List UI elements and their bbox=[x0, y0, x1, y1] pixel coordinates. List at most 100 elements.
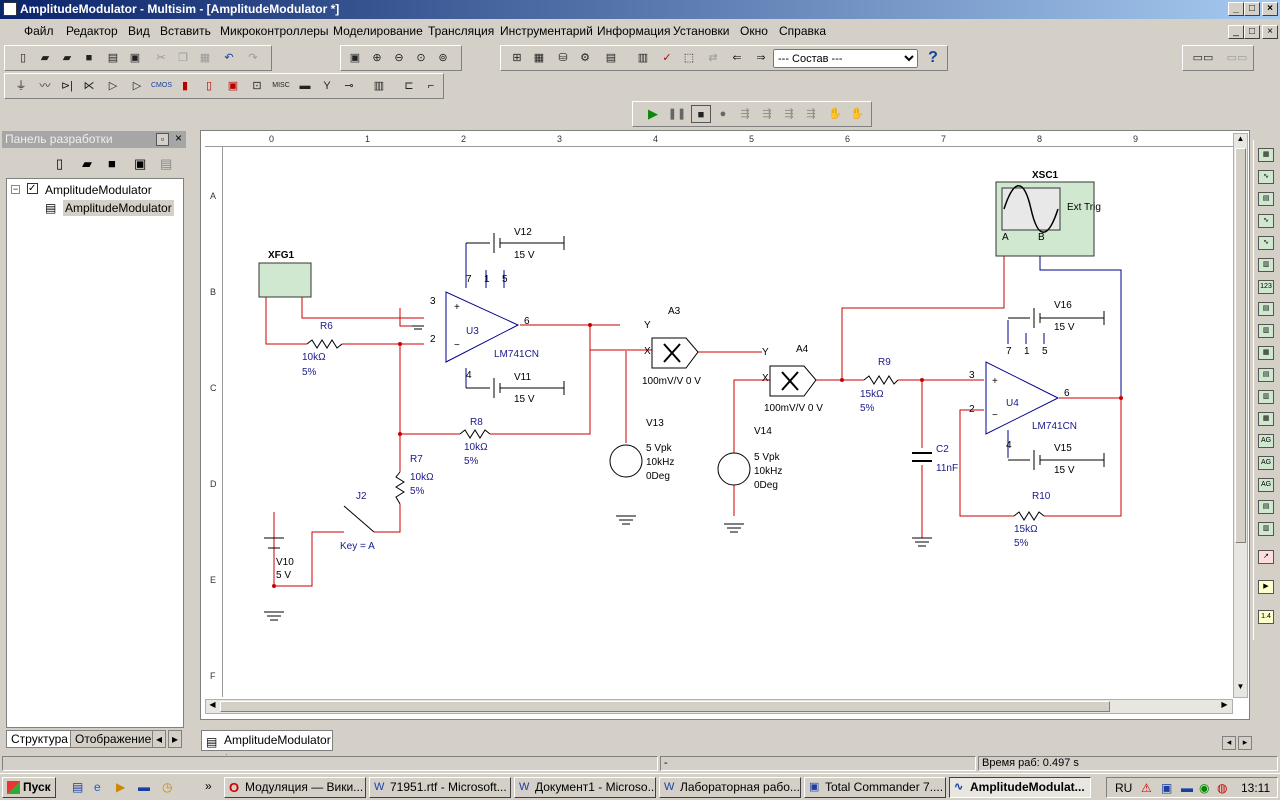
cmos-icon[interactable]: CMOS bbox=[151, 82, 172, 89]
tab-view[interactable]: Отображение bbox=[70, 730, 157, 748]
tab-prev-arrow-icon[interactable]: ◂ bbox=[152, 730, 166, 748]
mdi-minimize-button[interactable]: _ bbox=[1228, 25, 1244, 39]
properties-icon[interactable]: ▤ bbox=[160, 156, 173, 171]
menu-window[interactable]: Окно bbox=[740, 24, 768, 38]
document-tab[interactable]: ▤ AmplitudeModulator * bbox=[201, 730, 333, 766]
agilent-multimeter-icon[interactable]: AG bbox=[1258, 478, 1274, 492]
network-analyzer-icon[interactable]: AG bbox=[1258, 434, 1274, 448]
print-icon[interactable]: ▤ bbox=[107, 52, 119, 64]
view2-icon[interactable]: ▭▭ bbox=[1226, 52, 1248, 64]
zoom-area-icon[interactable]: ⊙ bbox=[416, 52, 426, 64]
electromech-icon[interactable]: ⊸ bbox=[344, 80, 354, 92]
grapher-icon[interactable]: ▤ bbox=[605, 52, 617, 64]
design-toolbox-icon[interactable]: ⊞ bbox=[512, 52, 522, 64]
menu-edit[interactable]: Редактор bbox=[66, 24, 118, 38]
save-design-icon[interactable]: ■ bbox=[108, 156, 116, 171]
power-icon[interactable]: ⊡ bbox=[252, 80, 262, 92]
language-indicator[interactable]: RU bbox=[1115, 781, 1133, 795]
doc-tab-prev-icon[interactable]: ◂ bbox=[1222, 736, 1236, 750]
task-word-doc1[interactable]: W Документ1 - Microso... bbox=[514, 777, 656, 798]
redo-icon[interactable]: ↷ bbox=[248, 52, 258, 64]
zoom-out-icon[interactable]: ⊖ bbox=[394, 52, 404, 64]
print-preview-icon[interactable]: ▣ bbox=[129, 52, 141, 64]
scroll-left-arrow-icon[interactable]: ◀ bbox=[209, 700, 216, 709]
ttl-icon[interactable]: ▷ bbox=[132, 80, 142, 92]
breakpoint-icon[interactable]: ✋ bbox=[828, 108, 842, 120]
mdi-close-button[interactable]: × bbox=[1262, 25, 1278, 39]
scroll-right-arrow-icon[interactable]: ▶ bbox=[1221, 700, 1228, 709]
tab-structure[interactable]: Структура bbox=[6, 730, 73, 748]
in-use-list-select[interactable]: --- Состав --- bbox=[773, 49, 918, 68]
multimeter-icon[interactable]: ▦ bbox=[1258, 148, 1274, 162]
task-opera[interactable]: O Модуляция — Вики... bbox=[224, 777, 366, 798]
schematic-canvas[interactable]: XFG1 XSC1 Ext Trig A B V12 15 V V11 15 V… bbox=[224, 148, 1232, 697]
quicklaunch-desktop-icon[interactable]: ▤ bbox=[72, 780, 84, 794]
transistor-icon[interactable]: ⋉ bbox=[83, 80, 95, 92]
panel-pin-button[interactable]: ▫ bbox=[156, 133, 169, 146]
close-button[interactable]: × bbox=[1262, 2, 1278, 16]
misc-icon[interactable]: MISC bbox=[272, 82, 290, 89]
stop-icon[interactable]: ■ bbox=[691, 105, 711, 123]
vertical-scroll-thumb[interactable] bbox=[1235, 148, 1246, 543]
maximize-button[interactable]: □ bbox=[1244, 2, 1260, 16]
distortion-analyzer-icon[interactable]: ▥ bbox=[1258, 390, 1274, 404]
vertical-scrollbar[interactable]: ▲ ▼ bbox=[1233, 133, 1248, 698]
function-generator-icon[interactable]: ∿ bbox=[1258, 170, 1274, 184]
tray-volume-icon[interactable]: ◍ bbox=[1217, 781, 1228, 795]
region-icon[interactable]: ⬚ bbox=[683, 52, 695, 64]
spreadsheet-icon[interactable]: ▦ bbox=[533, 52, 545, 64]
save-icon[interactable]: ■ bbox=[85, 52, 93, 64]
forward-annotate-icon[interactable]: ⇒ bbox=[756, 52, 766, 64]
view-icon[interactable]: ▭▭ bbox=[1192, 52, 1214, 64]
oscilloscope-icon[interactable]: ∿ bbox=[1258, 214, 1274, 228]
source-icon[interactable]: ⏚ bbox=[15, 80, 27, 92]
quicklaunch-media-icon[interactable]: ▶ bbox=[116, 780, 126, 794]
mixed-icon[interactable]: ▯ bbox=[205, 80, 213, 92]
ladder-icon[interactable]: ▥ bbox=[373, 80, 385, 92]
horizontal-scrollbar[interactable]: ◀ ▶ bbox=[205, 699, 1233, 714]
panel-close-button[interactable]: × bbox=[174, 131, 182, 145]
four-channel-oscilloscope-icon[interactable]: ∿ bbox=[1258, 236, 1274, 250]
step-over-icon[interactable]: ⇶ bbox=[784, 108, 794, 120]
new-design-icon[interactable]: ▯ bbox=[56, 156, 64, 171]
measurement-probe-icon[interactable]: ↗ bbox=[1258, 550, 1274, 564]
cut-icon[interactable]: ✂ bbox=[156, 52, 166, 64]
zoom-in-icon[interactable]: ⊕ bbox=[372, 52, 382, 64]
wattmeter-icon[interactable]: ▤ bbox=[1258, 192, 1274, 206]
menu-transfer[interactable]: Трансляция bbox=[428, 24, 495, 38]
quicklaunch-chevron[interactable]: » bbox=[205, 779, 212, 793]
mcu-icon[interactable]: ▮ bbox=[181, 80, 189, 92]
network-icon[interactable]: ⚠ bbox=[1141, 781, 1152, 795]
word-generator-icon[interactable]: ▤ bbox=[1258, 302, 1274, 316]
current-probe-icon[interactable]: 1.4 bbox=[1258, 610, 1274, 624]
agilent-scope-icon[interactable]: ▤ bbox=[1258, 500, 1274, 514]
open-icon[interactable]: ▰ bbox=[40, 52, 50, 64]
spectrum-analyzer-icon[interactable]: ▦ bbox=[1258, 412, 1274, 426]
tray-monitor-icon[interactable]: ▬ bbox=[1181, 781, 1193, 795]
minimize-button[interactable]: _ bbox=[1228, 2, 1244, 16]
new-icon[interactable]: ▯ bbox=[19, 52, 27, 64]
tree-collapse-icon[interactable]: − bbox=[11, 184, 20, 194]
transfer-icon[interactable]: ⇄ bbox=[708, 52, 718, 64]
menu-view[interactable]: Вид bbox=[128, 24, 150, 38]
quicklaunch-ie-icon[interactable]: e bbox=[94, 780, 101, 794]
step-icon[interactable]: ⇶ bbox=[740, 108, 750, 120]
task-word-lab[interactable]: W Лабораторная рабо... bbox=[659, 777, 801, 798]
menu-reports[interactable]: Информация bbox=[597, 24, 671, 38]
labview-icon[interactable]: ▶ bbox=[1258, 580, 1274, 594]
menu-simulate[interactable]: Моделирование bbox=[333, 24, 423, 38]
task-word-rtf[interactable]: W 71951.rtf - Microsoft... bbox=[369, 777, 511, 798]
indicator-icon[interactable]: ▣ bbox=[227, 80, 239, 92]
postprocessor-icon[interactable]: ▥ bbox=[637, 52, 649, 64]
open-folder-icon[interactable]: ▰ bbox=[62, 52, 72, 64]
tree-child-item[interactable]: AmplitudeModulator bbox=[63, 200, 174, 216]
tektronix-scope-icon[interactable]: ▥ bbox=[1258, 522, 1274, 536]
menu-tools[interactable]: Инструментарий bbox=[500, 24, 593, 38]
quicklaunch-clock-icon[interactable]: ◷ bbox=[162, 780, 173, 794]
task-total-commander[interactable]: ▣ Total Commander 7.... bbox=[804, 777, 946, 798]
frequency-counter-icon[interactable]: 123 bbox=[1258, 280, 1274, 294]
scroll-down-arrow-icon[interactable]: ▼ bbox=[1236, 682, 1245, 691]
remove-breakpoint-icon[interactable]: ✋ bbox=[850, 108, 864, 120]
peripherals-icon[interactable]: ▬ bbox=[299, 80, 311, 92]
zoom-fit-icon[interactable]: ⊚ bbox=[438, 52, 448, 64]
